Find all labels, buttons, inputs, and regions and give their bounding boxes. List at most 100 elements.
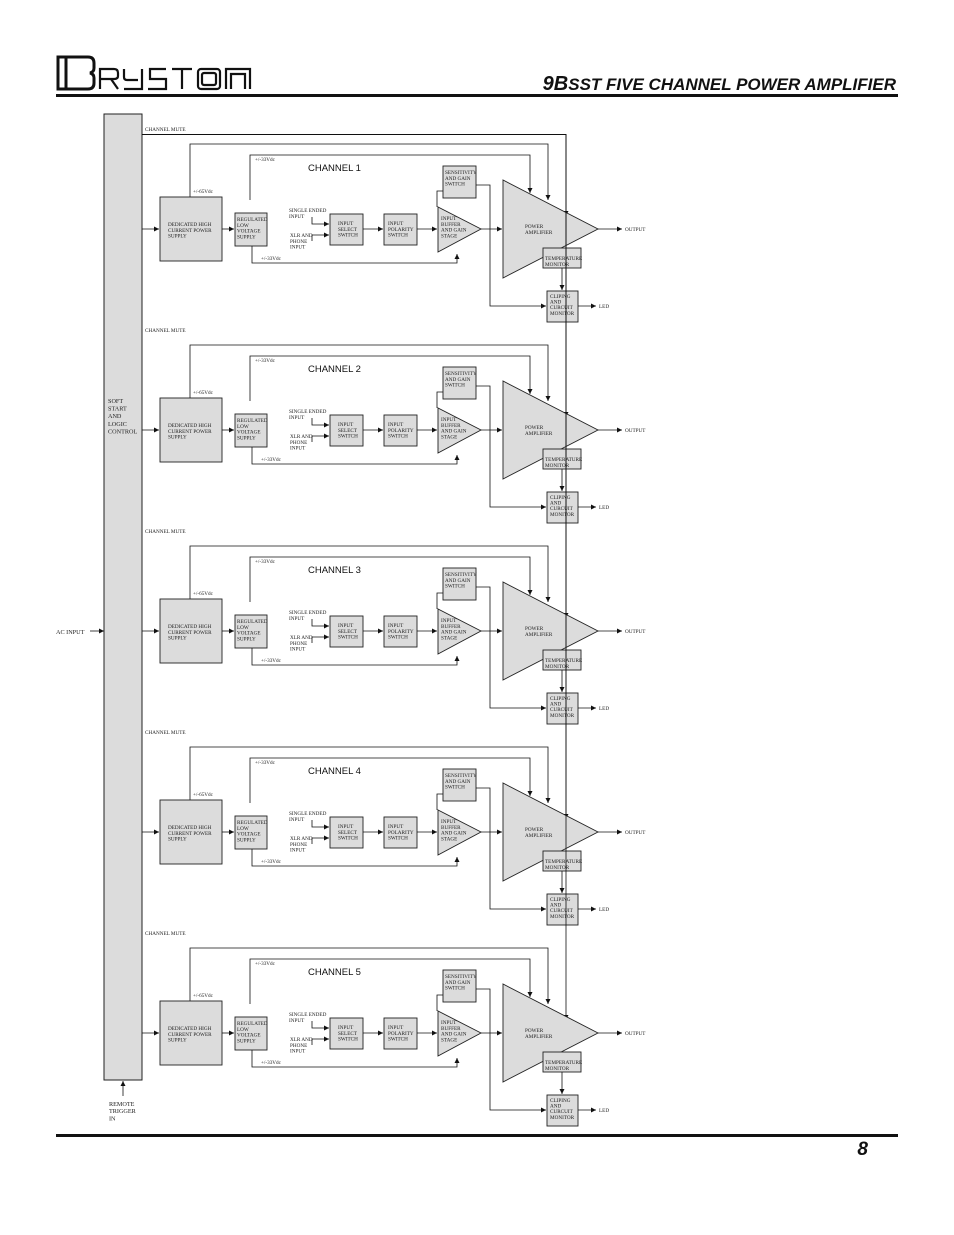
wire (189, 143, 551, 200)
wire (436, 592, 443, 609)
wire (476, 586, 546, 711)
led-label: LED (599, 907, 609, 913)
wire (251, 447, 460, 465)
supply-33-top-label: +/-33Vdc (255, 157, 276, 163)
input-select-box (329, 414, 364, 447)
ac-input-label: AC INPUT (56, 629, 85, 636)
channel-mute-label: CHANNEL MUTE (145, 127, 186, 133)
page-title-rest: SST FIVE CHANNEL POWER AMPLIFIER (568, 75, 896, 94)
soft-start-label: SOFT START AND LOGIC CONTROL (108, 398, 137, 435)
power-supply-box (159, 397, 223, 463)
led-label: LED (599, 304, 609, 310)
supply-65-label: +/-65Vdc (193, 390, 214, 396)
wire (476, 787, 546, 912)
wire (311, 1036, 329, 1045)
sensitivity-box (442, 366, 477, 400)
soft-start-logic-box (103, 113, 143, 1081)
supply-33-bottom-label: +/-33Vdc (261, 658, 282, 664)
polarity-box (383, 615, 418, 648)
wire (476, 385, 546, 510)
wire (436, 994, 443, 1011)
polarity-box (383, 213, 418, 246)
supply-65-label: +/-65Vdc (193, 792, 214, 798)
regulator-box (234, 212, 268, 247)
wire (311, 433, 329, 442)
channel-mute-label: CHANNEL MUTE (145, 328, 186, 334)
channel-mute-label: CHANNEL MUTE (145, 931, 186, 937)
clip-monitor-box (546, 893, 579, 926)
sensitivity-box (442, 768, 477, 802)
wire (251, 246, 460, 264)
remote-trigger-label: REMOTE TRIGGER IN (109, 1101, 137, 1122)
bryston-logo (56, 55, 286, 96)
footer-rule (56, 1134, 898, 1137)
wire (436, 190, 443, 207)
input-select-box (329, 816, 364, 849)
wire (311, 619, 329, 629)
led-label: LED (599, 505, 609, 511)
supply-65-label: +/-65Vdc (193, 189, 214, 195)
wire (251, 648, 460, 666)
supply-33-top-label: +/-33Vdc (255, 760, 276, 766)
supply-33-bottom-label: +/-33Vdc (261, 457, 282, 463)
channel-title: CHANNEL 4 (308, 766, 361, 777)
buffer-stage-triangle (437, 608, 482, 655)
regulator-box (234, 614, 268, 649)
sensitivity-box (442, 165, 477, 199)
wire (249, 556, 533, 602)
supply-65-label: +/-65Vdc (193, 591, 214, 597)
sensitivity-box (442, 969, 477, 1003)
input-select-box (329, 1017, 364, 1050)
channel-title: CHANNEL 5 (308, 967, 361, 978)
page-title-model: 9B (542, 73, 569, 95)
power-supply-box (159, 598, 223, 664)
wire (311, 232, 329, 241)
regulator-box (234, 413, 268, 448)
clip-monitor-box (546, 290, 579, 323)
led-label: LED (599, 706, 609, 712)
wire (436, 793, 443, 810)
wire (476, 988, 546, 1113)
output-label: OUTPUT (625, 830, 646, 836)
supply-33-bottom-label: +/-33Vdc (261, 1060, 282, 1066)
output-label: OUTPUT (625, 428, 646, 434)
supply-33-bottom-label: +/-33Vdc (261, 256, 282, 262)
